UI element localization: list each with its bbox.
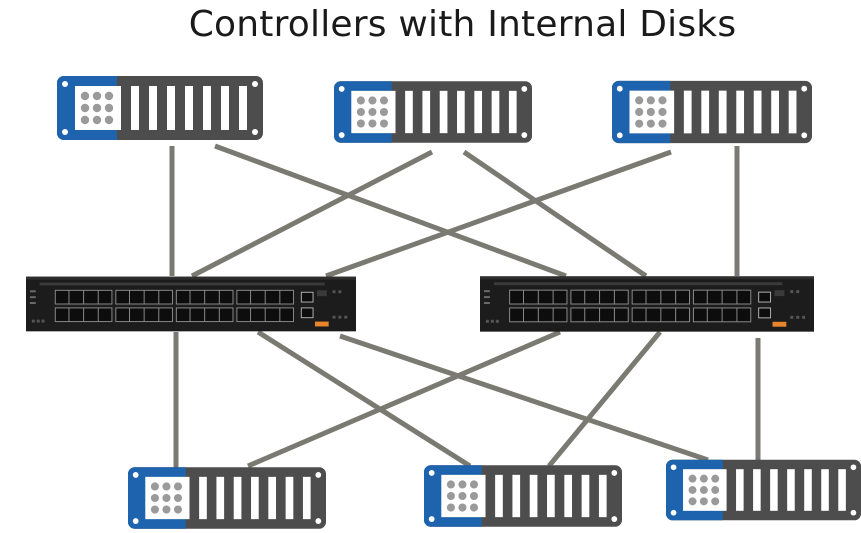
link-top3-switch1	[325, 149, 672, 279]
network-switch-icon	[26, 276, 356, 332]
link-top2-switch1	[190, 149, 434, 279]
link-top2-switch2	[462, 149, 648, 279]
link-lines	[169, 143, 761, 470]
controller-node-icon	[57, 76, 263, 140]
controller-node-icon	[666, 459, 861, 521]
controller-node-icon	[334, 81, 532, 143]
controller-node-icon	[612, 80, 812, 144]
controller-node-icon	[128, 467, 326, 529]
diagram-title: Controllers with Internal Disks	[188, 4, 737, 45]
link-top1-switch2	[214, 143, 567, 279]
network-switch-icon	[480, 276, 814, 332]
link-switch1-bottom3	[339, 333, 709, 463]
link-switch2-bottom1	[247, 329, 561, 469]
link-switch2-bottom2	[547, 330, 662, 468]
controller-node-icon	[424, 465, 622, 527]
link-switch1-bottom2	[256, 329, 472, 469]
